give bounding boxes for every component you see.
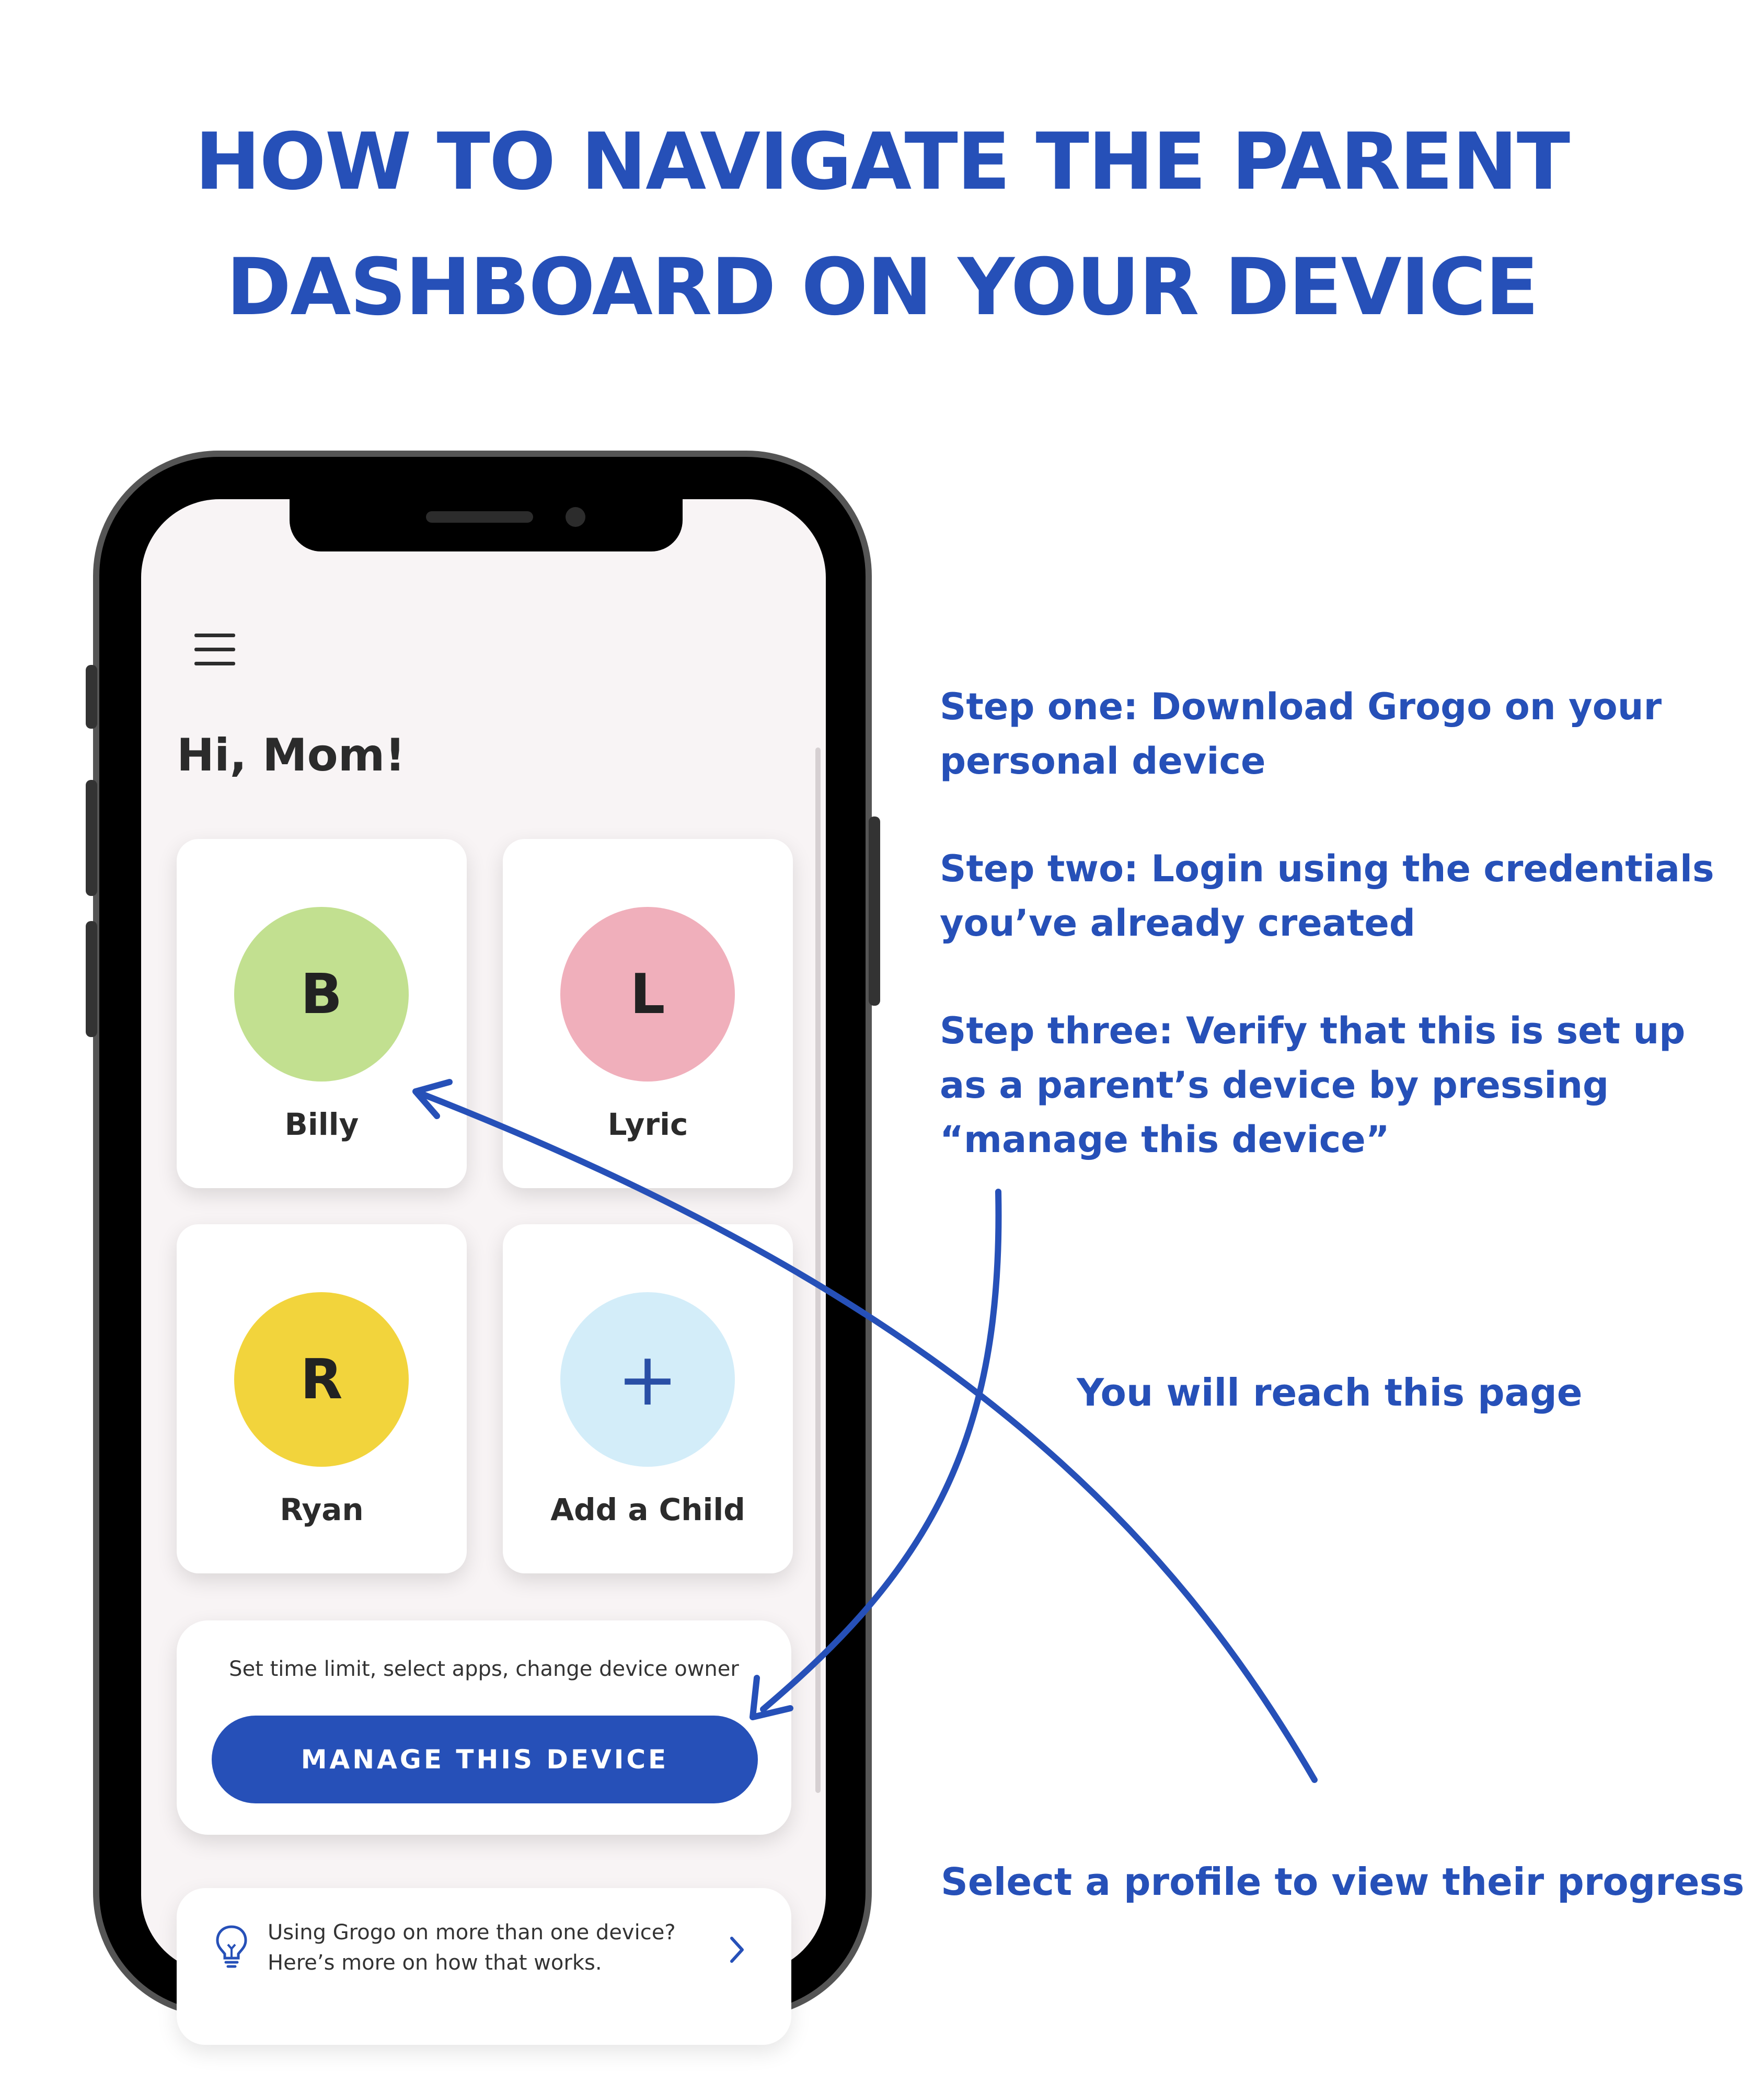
- info-line-2: Here’s more on how that works.: [268, 1951, 602, 1975]
- phone-side-button-silent: [86, 665, 97, 729]
- screen-scrollbar[interactable]: [815, 747, 821, 1793]
- manage-this-device-button[interactable]: MANAGE THIS DEVICE: [212, 1716, 758, 1803]
- plus-icon: +: [560, 1292, 735, 1467]
- lightbulb-icon: [216, 1925, 247, 1968]
- child-name: Billy: [284, 1107, 359, 1142]
- info-line-1: Using Grogo on more than one device?: [268, 1920, 676, 1945]
- phone-speaker: [426, 511, 533, 523]
- avatar-initial: L: [630, 962, 665, 1026]
- child-card-lyric[interactable]: L Lyric: [503, 839, 793, 1188]
- add-child-label: Add a Child: [550, 1492, 745, 1527]
- page-title-line-1: How to navigate the parent: [194, 117, 1570, 208]
- chevron-right-icon[interactable]: [727, 1934, 747, 1965]
- page-title: How to navigate the parent dashboard on …: [0, 99, 1764, 350]
- step-three-text: Step three: Verify that this is set up a…: [940, 1009, 1686, 1161]
- phone-notch: [290, 499, 683, 551]
- child-card-ryan[interactable]: R Ryan: [177, 1224, 467, 1573]
- step-one-text: Step one: Download Grogo on your persona…: [940, 685, 1662, 783]
- multi-device-info-text: Using Grogo on more than one device? Her…: [268, 1917, 712, 1978]
- avatar: R: [234, 1292, 409, 1467]
- avatar: L: [560, 907, 735, 1082]
- avatar: B: [234, 907, 409, 1082]
- phone-side-button-power: [869, 816, 880, 1006]
- hamburger-menu-icon[interactable]: [194, 634, 235, 666]
- phone-side-button-volume-down: [86, 921, 97, 1037]
- manage-device-description: Set time limit, select apps, change devi…: [229, 1657, 739, 1681]
- avatar-initial: B: [300, 962, 343, 1026]
- reach-page-callout: You will reach this page: [1077, 1371, 1583, 1414]
- page-title-line-2: dashboard on your device: [226, 242, 1539, 333]
- multi-device-info-card[interactable]: [177, 1888, 791, 2045]
- plus-symbol: +: [617, 1337, 678, 1422]
- step-two-text: Step two: Login using the credentials yo…: [940, 847, 1714, 945]
- phone-side-button-volume-up: [86, 780, 97, 896]
- child-card-billy[interactable]: B Billy: [177, 839, 467, 1188]
- greeting: Hi, Mom!: [177, 729, 406, 781]
- phone-camera: [566, 507, 585, 527]
- add-child-card[interactable]: + Add a Child: [503, 1224, 793, 1573]
- avatar-initial: R: [300, 1348, 343, 1411]
- child-name: Ryan: [280, 1492, 364, 1527]
- select-profile-callout: Select a profile to view their progress: [941, 1860, 1745, 1904]
- child-name: Lyric: [607, 1107, 688, 1142]
